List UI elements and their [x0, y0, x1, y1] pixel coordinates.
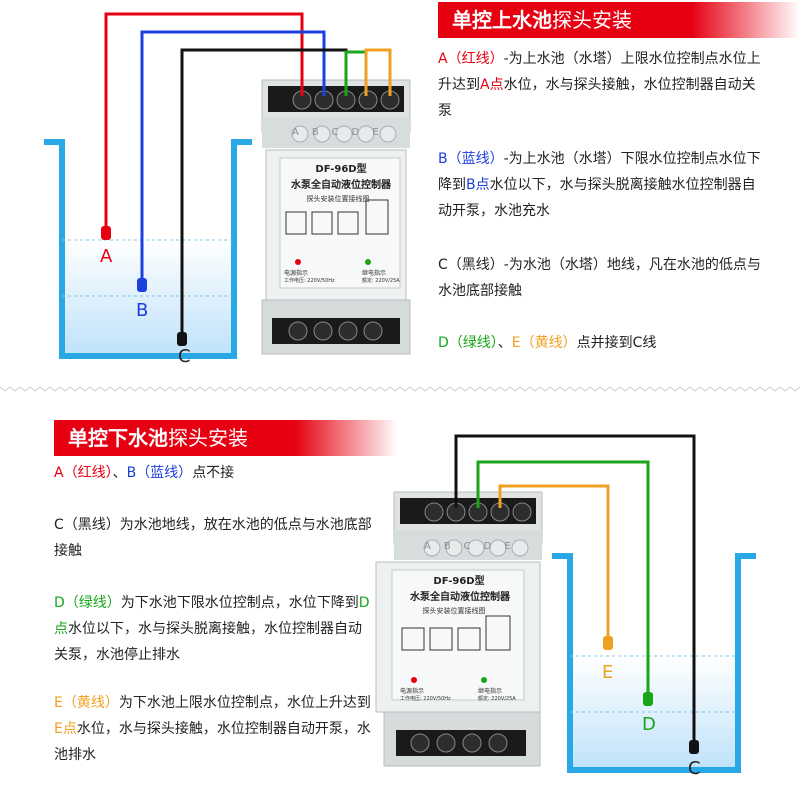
- terminal-letter: D: [483, 541, 505, 552]
- red-wire-label: A（红线）: [438, 51, 504, 67]
- black-wire-label: C（黑线）: [438, 257, 504, 273]
- bottom-water-tank: [552, 553, 756, 773]
- bottom-para-d: D（绿线）为下水池下限水位控制点，水位下降到D点水位以下，水与探头脱离接触，水位…: [54, 590, 374, 668]
- terminal-letter: B: [443, 541, 464, 552]
- bottom-probe-c: [689, 740, 699, 754]
- para-text: 为下水池上限水位控制点，水位上升达到: [118, 695, 371, 711]
- bottom-probe-d: [643, 692, 653, 706]
- terminal-letter: C: [331, 127, 352, 138]
- bottom-probe-e: [603, 636, 613, 650]
- point-e-label: E点: [54, 721, 77, 737]
- yellow-wire-label: E（黄线）: [511, 335, 577, 351]
- top-device-work: 工作电压: 220V/50Hz: [284, 278, 335, 284]
- top-probe-a: [101, 226, 111, 240]
- bottom-device-subtitle: 探头安装位置接线图: [422, 607, 486, 615]
- top-probe-b-letter: B: [136, 300, 149, 321]
- bottom-yellow-wire: [498, 484, 610, 640]
- bottom-controller-device: [375, 491, 543, 767]
- bottom-device-terminal-letters: ABCDE: [424, 541, 534, 552]
- bottom-black-wire: [454, 434, 696, 744]
- top-blue-wire: [140, 30, 326, 282]
- green-wire-label: D（绿线）: [438, 335, 498, 351]
- bottom-para-c: C（黑线）为水池地线，放在水池的低点与水池底部接触: [54, 512, 374, 564]
- blue-wire-label: B（蓝线）: [126, 465, 193, 481]
- top-water-tank: [44, 139, 252, 359]
- para-text: 为水池地线，放在水池的低点与水池底部接触: [54, 517, 372, 559]
- bottom-para-e: E（黄线）为下水池上限水位控制点，水位上升达到 E点水位，水与探头接触，水位控制器…: [54, 690, 374, 768]
- top-probe-b: [137, 278, 147, 292]
- top-device-relay: 继电指示: [362, 270, 387, 277]
- para-text: -为上水池（水塔）上限水位控制点水位上升达到: [438, 51, 761, 93]
- para-text: -为水池（水塔）地线，凡在水池的低点与水池底部接触: [438, 257, 761, 299]
- top-title-bold: 单控上水池: [452, 8, 552, 32]
- para-text: 水位以下，水与探头脱离接触，水位控制器自动关泵，水池停止排水: [54, 621, 362, 663]
- terminal-letter: A: [424, 541, 444, 552]
- bottom-green-wire: [476, 460, 650, 696]
- para-text: -为上水池（水塔）下限水位控制点水位下降到: [438, 151, 761, 193]
- top-probe-c-letter: C: [178, 346, 191, 367]
- top-para-b: B（蓝线）-为上水池（水塔）下限水位控制点水位下降到B点水位以下，水与探头脱离接…: [438, 146, 768, 224]
- bottom-probe-d-letter: D: [642, 714, 656, 735]
- top-red-wire: [104, 12, 304, 232]
- terminal-letter: E: [504, 541, 524, 552]
- bottom-probe-c-letter: C: [688, 758, 701, 779]
- top-controller-device: [261, 79, 411, 355]
- para-text: 为下水池下限水位控制点，水位下降到: [120, 595, 359, 611]
- bottom-para-ab: A（红线）、B（蓝线）点不接: [54, 460, 374, 486]
- top-device-model: DF-96D型: [315, 164, 367, 175]
- bottom-device-power: 电源指示: [400, 688, 425, 695]
- top-para-c: C（黑线）-为水池（水塔）地线，凡在水池的低点与水池底部接触: [438, 252, 768, 304]
- point-a-label: A点: [480, 77, 504, 93]
- bottom-device-rated: 额定: 220V/25A: [478, 696, 516, 702]
- terminal-letter: C: [463, 541, 484, 552]
- top-probe-c: [177, 332, 187, 346]
- yellow-wire-label: E（黄线）: [54, 695, 119, 711]
- terminal-letter: B: [311, 127, 332, 138]
- point-b-label: B点: [466, 177, 490, 193]
- top-device-power: 电源指示: [284, 270, 309, 277]
- bottom-section-title: 单控下水池探头安装: [54, 420, 398, 456]
- para-text: 点不接: [192, 465, 235, 481]
- top-yellow-wire: [364, 48, 392, 96]
- para-text: 水位，水与探头接触，水位控制器自动开泵，水池排水: [54, 721, 371, 763]
- top-title-thin: 探头安装: [552, 8, 632, 32]
- top-device-subtitle: 探头安装位置接线图: [306, 195, 370, 203]
- top-para-de: D（绿线）、E（黄线）点并接到C线: [438, 330, 768, 356]
- blue-wire-label: B（蓝线）: [438, 151, 504, 167]
- top-device-rated: 额定: 220V/25A: [362, 278, 400, 284]
- bottom-device-work: 工作电压: 220V/50Hz: [400, 696, 451, 702]
- bottom-device-name: 水泵全自动液位控制器: [410, 592, 510, 603]
- separator: 、: [112, 465, 127, 481]
- green-wire-label: D（绿线）: [54, 595, 121, 611]
- para-text: 点并接到C线: [576, 335, 657, 351]
- top-probe-a-letter: A: [100, 246, 113, 267]
- black-wire-label: C（黑线）: [54, 517, 120, 533]
- bottom-device-model: DF-96D型: [433, 576, 485, 587]
- bottom-device-relay: 继电指示: [478, 688, 503, 695]
- bottom-title-thin: 探头安装: [168, 426, 248, 450]
- top-para-a: A（红线）-为上水池（水塔）上限水位控制点水位上升达到A点水位，水与探头接触，水…: [438, 46, 768, 124]
- terminal-letter: E: [372, 127, 392, 138]
- bottom-probe-e-letter: E: [602, 662, 614, 683]
- point-d-label: D点: [54, 595, 370, 637]
- separator: 、: [497, 335, 512, 351]
- para-text: 水位，水与探头接触，水位控制器自动关泵: [438, 77, 756, 119]
- section-divider: [0, 386, 800, 392]
- terminal-letter: D: [351, 127, 373, 138]
- bottom-title-bold: 单控下水池: [68, 426, 168, 450]
- top-section-title: 单控上水池探头安装: [438, 2, 800, 38]
- top-device-terminal-letters: ABCDE: [292, 127, 402, 138]
- red-wire-label: A（红线）: [54, 465, 113, 481]
- para-text: 水位以下，水与探头脱离接触水位控制器自动开泵，水池充水: [438, 177, 756, 219]
- top-device-name: 水泵全自动液位控制器: [291, 180, 391, 191]
- terminal-letter: A: [292, 127, 312, 138]
